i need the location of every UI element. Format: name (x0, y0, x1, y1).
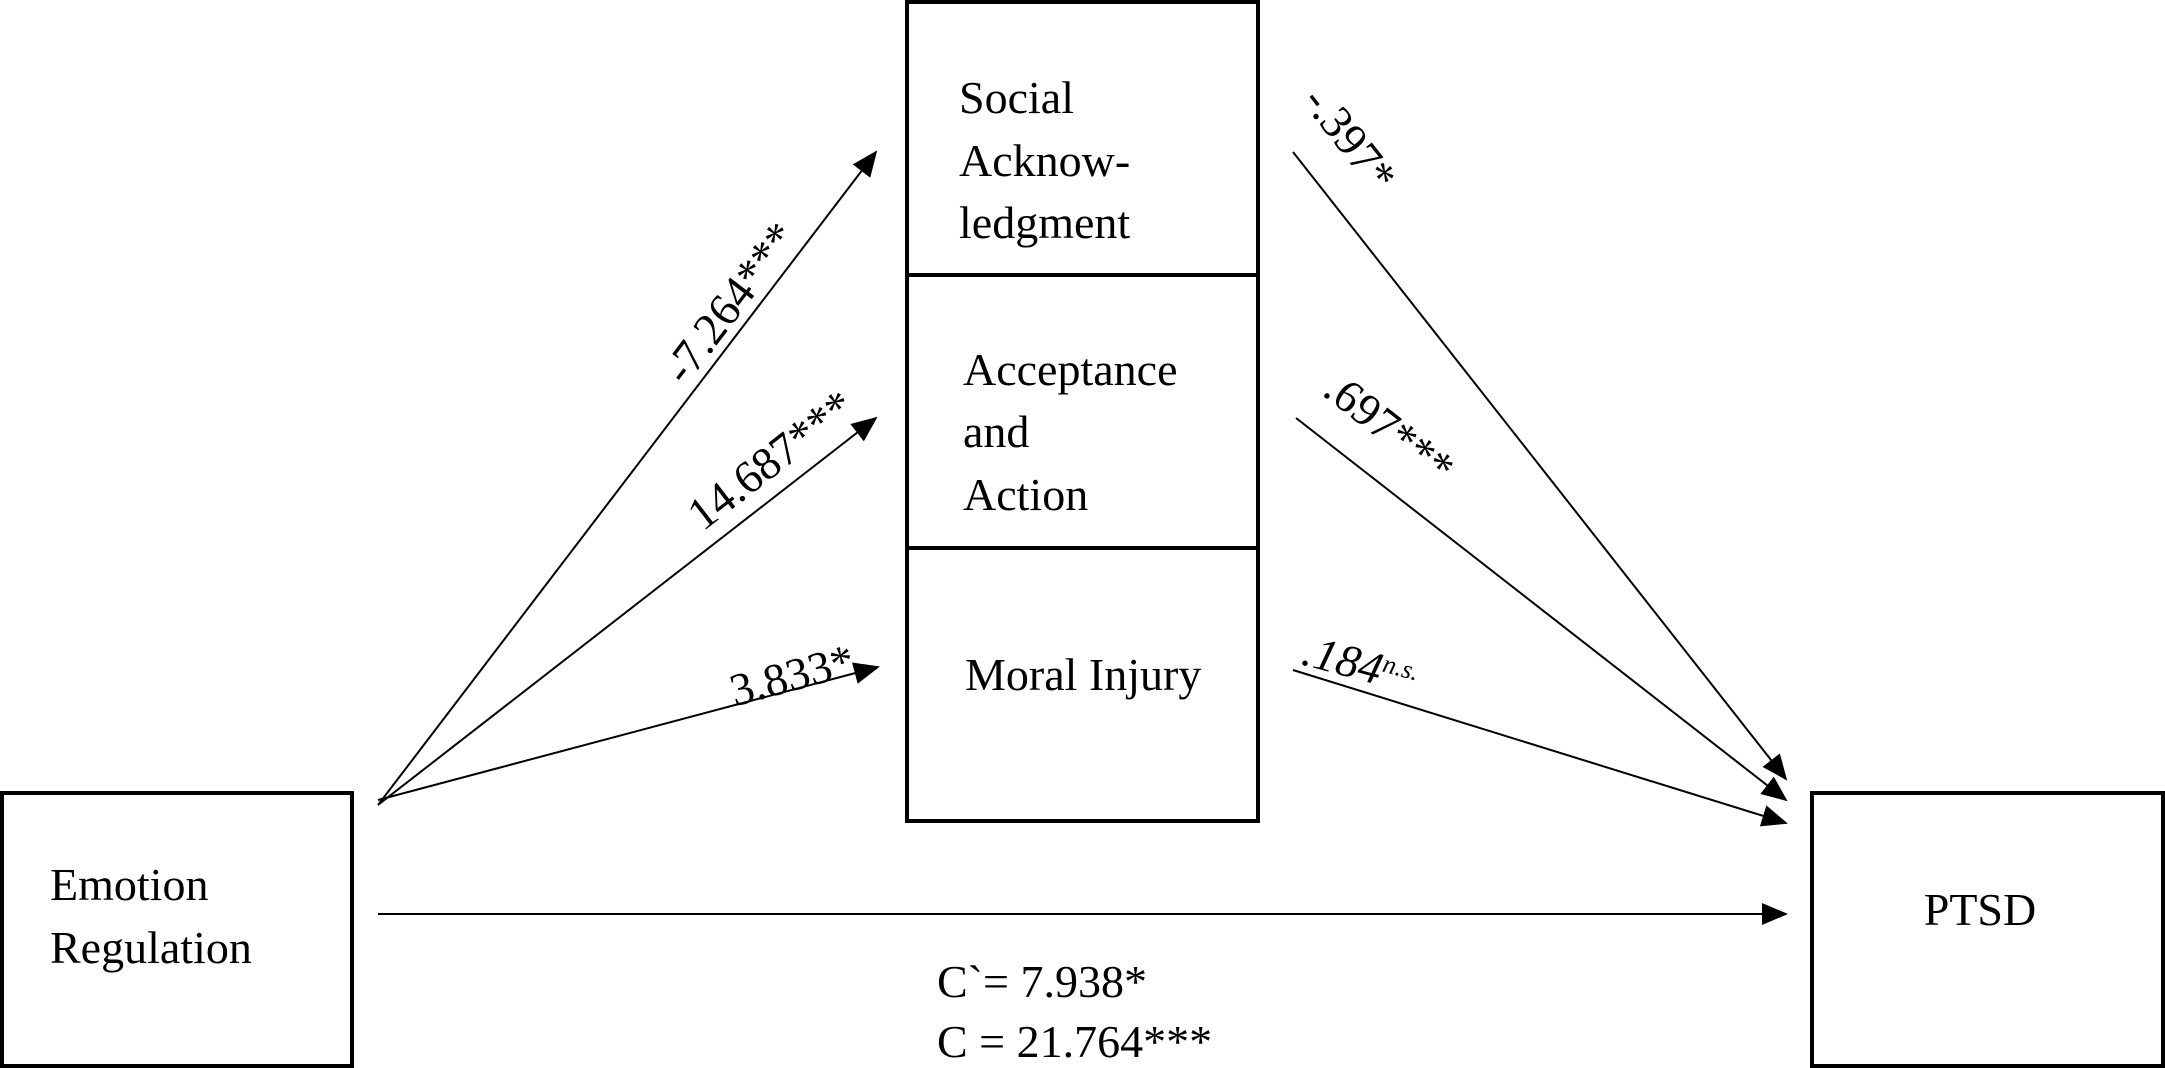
acceptance-action-label-line-3: Action (963, 469, 1088, 520)
path-er-to-moral-arrow (377, 662, 880, 801)
direct-effect-label: C`= 7.938* (937, 956, 1147, 1007)
path-moral-to-ptsd-arrow (1292, 669, 1788, 827)
emotion-regulation-node: Emotion Regulation (0, 791, 354, 1068)
path-social-to-ptsd-arrow (1292, 151, 1788, 781)
emotion-regulation-label-line-1: Emotion (50, 859, 208, 910)
acceptance-action-label-line-1: Acceptance (963, 344, 1178, 395)
coef-er-to-moral: 3.833* (724, 634, 859, 716)
path-acceptance-to-ptsd-arrow (1295, 417, 1788, 802)
ptsd-node: PTSD (1810, 791, 2165, 1068)
social-acknowledgment-label-line-2: Acknow- (959, 135, 1130, 186)
emotion-regulation-label-line-2: Regulation (50, 922, 252, 973)
coef-moral-to-ptsd: .184 (1297, 624, 1388, 694)
moral-injury-node: Moral Injury (905, 546, 1260, 823)
coef-acceptance-to-ptsd: .697*** (1315, 362, 1464, 494)
path-er-to-social-arrow (377, 150, 878, 806)
acceptance-action-label-line-2: and (963, 406, 1029, 457)
path-er-to-acceptance-arrow (377, 416, 878, 806)
acceptance-action-node: Acceptance and Action (905, 273, 1260, 550)
coef-er-to-social: -7.264*** (652, 212, 806, 392)
total-effect-label: C = 21.764*** (937, 1016, 1212, 1067)
moral-injury-label: Moral Injury (965, 649, 1201, 700)
social-acknowledgment-label-line-1: Social (959, 72, 1074, 123)
social-acknowledgment-node: Social Acknow- ledgment (905, 0, 1260, 277)
coef-er-to-acceptance: 14.687*** (678, 380, 864, 540)
ptsd-label: PTSD (1924, 884, 2036, 935)
coef-social-to-ptsd: -.397* (1294, 76, 1407, 201)
coef-moral-to-ptsd-superscript: n.s. (1380, 649, 1422, 686)
social-acknowledgment-label-line-3: ledgment (959, 197, 1130, 248)
